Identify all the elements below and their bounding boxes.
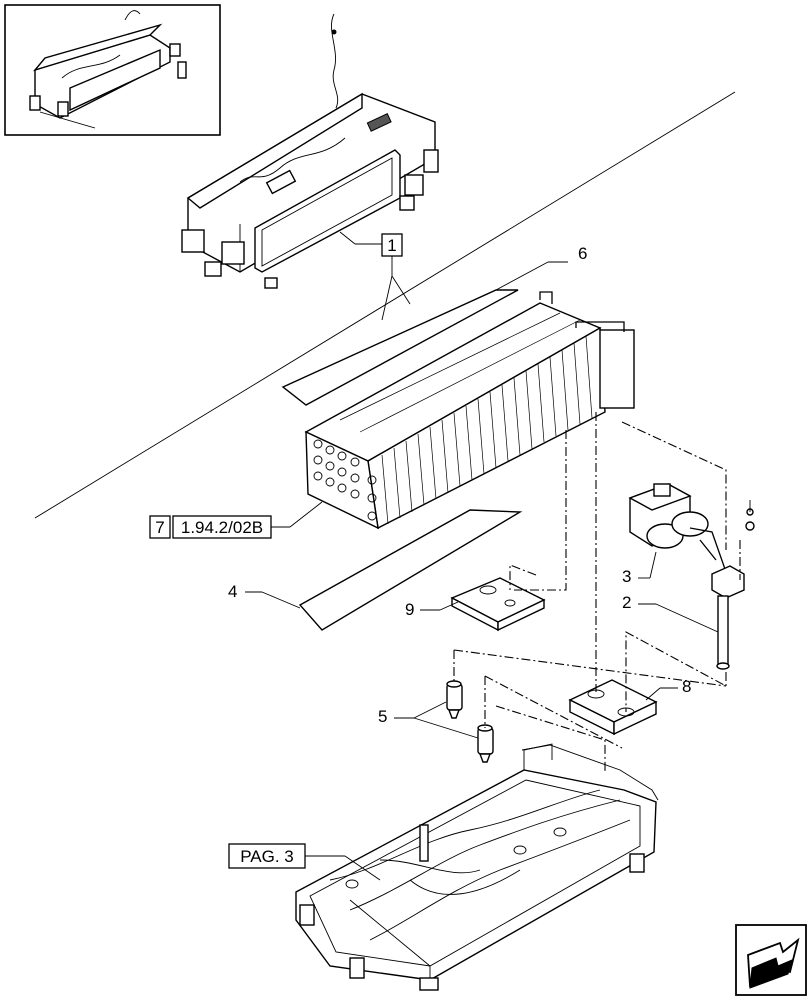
inset-thumbnail [4,4,221,136]
part-9-spacer-plate: 9 [405,577,546,632]
assembly-centerlines [453,412,741,772]
reference-evaporator: 7 1.94.2/02B [149,501,323,539]
cab-frame [295,743,659,991]
svg-text:1.94.2/02B: 1.94.2/02B [181,518,263,537]
svg-text:8: 8 [682,677,691,696]
svg-text:PAG. 3: PAG. 3 [240,847,294,866]
svg-text:7: 7 [155,518,164,537]
svg-text:5: 5 [378,707,387,726]
evaporator-core [304,291,635,530]
evaporator-tube-ends [313,439,377,521]
svg-text:9: 9 [405,600,414,619]
part-4-seal-strip: 4 [228,509,523,631]
part-8-mounting-plate: 8 [568,677,691,736]
callout-1: 1 [339,231,411,321]
svg-text:6: 6 [578,244,587,263]
page-reference: PAG. 3 [228,843,381,881]
evaporator-fins [339,312,593,525]
next-page-arrow-icon[interactable] [735,924,807,996]
svg-text:2: 2 [622,593,631,612]
part-3-expansion-valve: 3 [622,483,727,586]
svg-text:4: 4 [228,582,237,601]
ac-unit-assembly [181,13,439,289]
svg-text:3: 3 [622,567,631,586]
svg-text:1: 1 [387,236,396,255]
part-6-seal-strip: 6 [281,244,587,406]
part-5-pins: 5 [378,680,494,763]
part-2-sensor-probe: 2 [622,500,755,670]
